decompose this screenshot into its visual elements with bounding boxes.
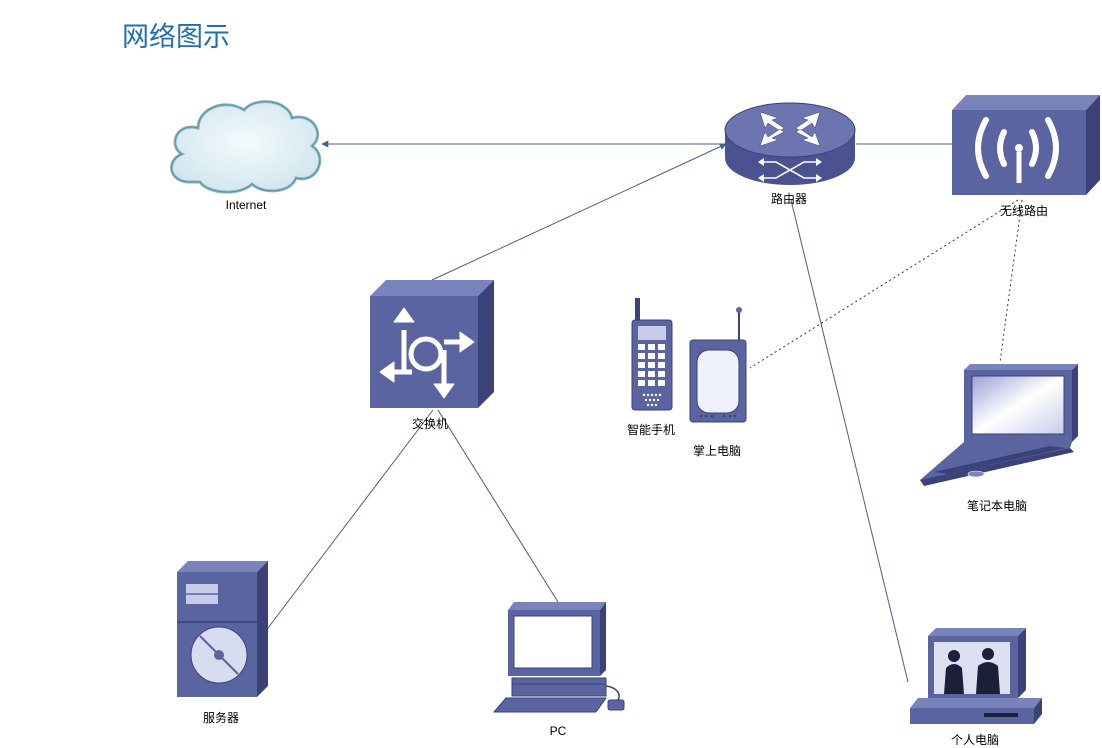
pc-label: PC xyxy=(550,724,567,738)
link-wireless-pda xyxy=(749,199,1019,369)
switch-icon xyxy=(370,280,494,408)
laptop-icon xyxy=(920,364,1078,486)
wireless-router-label: 无线路由 xyxy=(1000,203,1048,218)
links xyxy=(267,140,1023,683)
pc-icon xyxy=(492,602,625,713)
personal-computer-icon xyxy=(910,628,1042,724)
server-icon xyxy=(177,561,268,697)
link-wireless-laptop xyxy=(999,199,1023,363)
smartphone-node[interactable]: 智能手机 xyxy=(627,298,675,437)
personal-computer-node[interactable]: 个人电脑 xyxy=(910,628,1042,747)
link-switch-server xyxy=(267,409,434,629)
smartphone-label: 智能手机 xyxy=(627,422,675,437)
laptop-node[interactable]: 笔记本电脑 xyxy=(920,364,1078,513)
smartphone-icon xyxy=(631,298,673,411)
pda-icon xyxy=(689,307,747,423)
router-icon xyxy=(724,102,856,185)
pda-node[interactable]: 掌上电脑 xyxy=(689,307,747,458)
personal-computer-label: 个人电脑 xyxy=(951,733,999,747)
pda-label: 掌上电脑 xyxy=(693,444,741,458)
internet-node[interactable]: Internet xyxy=(170,100,322,212)
page-title: 网络图示 xyxy=(122,22,230,53)
link-switch-pc xyxy=(437,409,559,603)
laptop-label: 笔记本电脑 xyxy=(967,498,1027,513)
router-node[interactable]: 路由器 xyxy=(724,102,856,206)
switch-node[interactable]: 交换机 xyxy=(370,280,494,431)
switch-label: 交换机 xyxy=(412,416,448,431)
wireless-router-node[interactable]: 无线路由 xyxy=(952,95,1100,218)
cloud-icon xyxy=(170,100,322,194)
link-switch-router xyxy=(431,143,727,281)
internet-label: Internet xyxy=(226,198,267,212)
server-label: 服务器 xyxy=(203,710,239,725)
router-label: 路由器 xyxy=(771,191,807,206)
server-node[interactable]: 服务器 xyxy=(177,561,268,725)
wireless-router-icon xyxy=(952,95,1100,195)
pc-node[interactable]: PC xyxy=(492,602,625,738)
link-router-personal-pc xyxy=(790,199,909,683)
